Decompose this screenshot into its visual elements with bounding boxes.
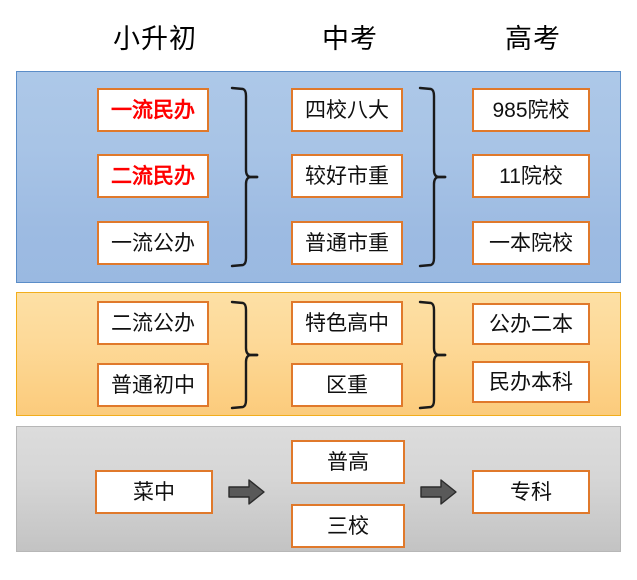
arrow-gray-left [228,478,266,506]
arrow-gray-right [420,478,458,506]
node-11-yuanxiao[interactable]: 11院校 [472,154,590,198]
node-yiliu-gongban[interactable]: 一流公办 [97,221,209,265]
node-erliu-gongban[interactable]: 二流公办 [97,301,209,345]
node-zhuanke[interactable]: 专科 [472,470,590,514]
node-erliu-minban[interactable]: 二流民办 [97,154,209,198]
node-gongban-erben[interactable]: 公办二本 [472,303,590,345]
node-pugao[interactable]: 普高 [291,440,405,484]
node-caizhong[interactable]: 菜中 [95,470,213,514]
brace-amber-left [230,300,260,410]
node-putong-shizhong[interactable]: 普通市重 [291,221,403,265]
brace-blue-right [418,86,448,268]
node-985-yuanxiao[interactable]: 985院校 [472,88,590,132]
node-quzhong[interactable]: 区重 [291,363,403,407]
node-yiliu-minban[interactable]: 一流民办 [97,88,209,132]
column-header-zhongkao: 中考 [322,24,378,54]
brace-blue-left [230,86,260,268]
node-jiaohao-shizhong[interactable]: 较好市重 [291,154,403,198]
node-minban-benke[interactable]: 民办本科 [472,361,590,403]
brace-amber-right [418,300,448,410]
node-sixiao-bada[interactable]: 四校八大 [291,88,403,132]
node-sanxiao[interactable]: 三校 [291,504,405,548]
column-header-xiaoshengchu: 小升初 [113,24,197,54]
node-tese-gaozhong[interactable]: 特色高中 [291,301,403,345]
node-yiben-yuanxiao[interactable]: 一本院校 [472,221,590,265]
column-header-gaokao: 高考 [505,24,561,54]
node-putong-chuzhong[interactable]: 普通初中 [97,363,209,407]
